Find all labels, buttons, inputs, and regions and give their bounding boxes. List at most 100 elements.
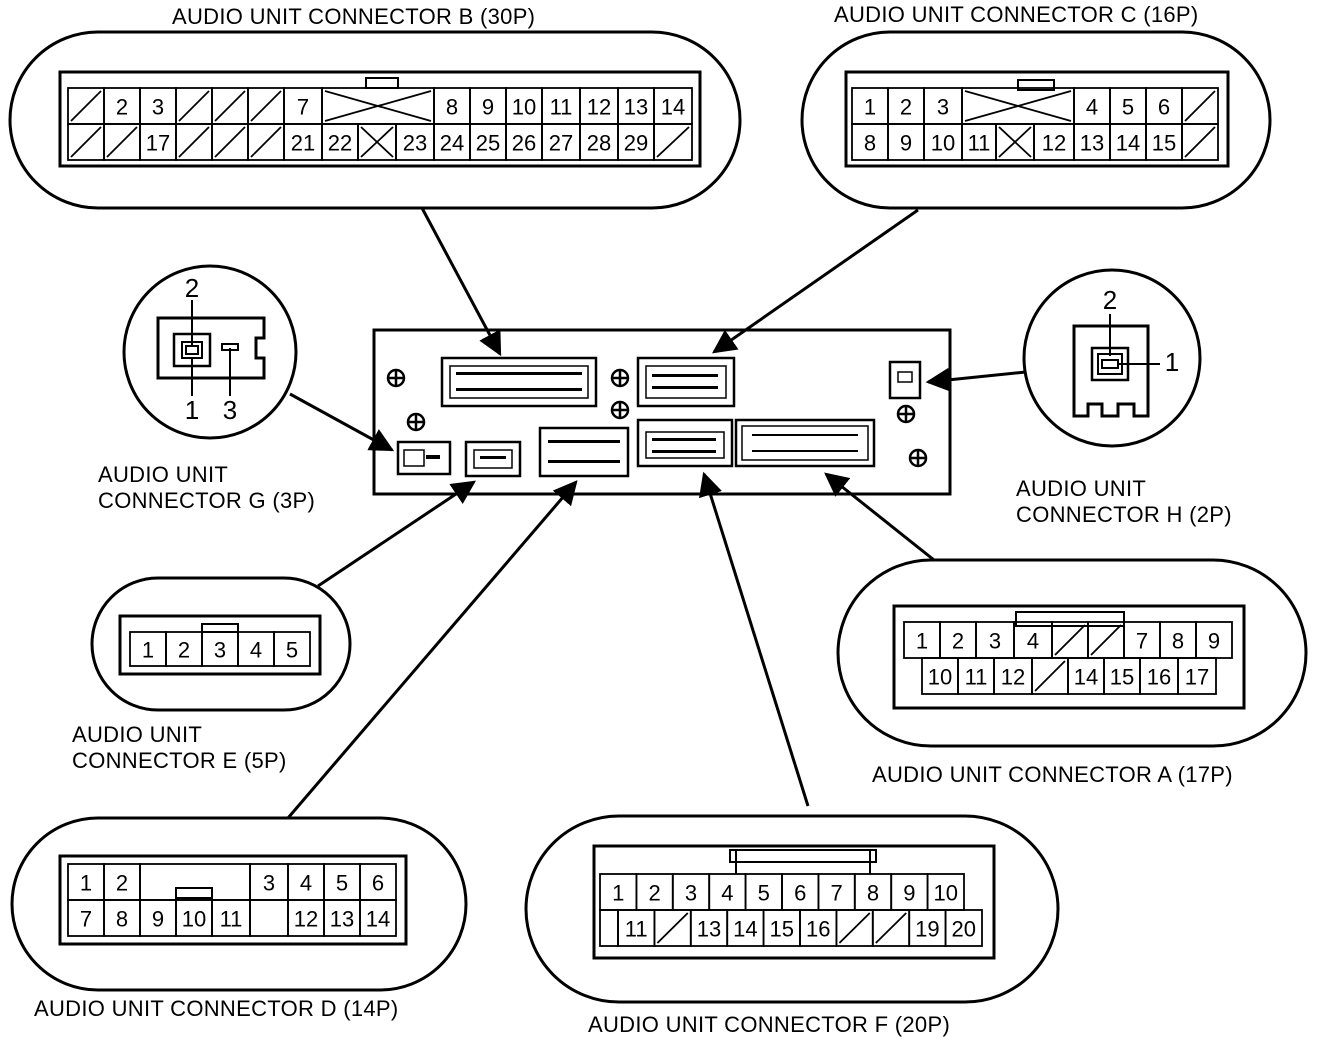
connector-g-pin-3: 3 [223, 395, 237, 425]
unit-socket-h [888, 360, 922, 400]
connector-d-pin-6: 6 [372, 871, 384, 896]
connector-a-pin-12: 12 [1001, 665, 1025, 690]
connector-b-pin-2: 2 [116, 95, 128, 120]
balloon-connector-f [524, 814, 1060, 1004]
connector-b-pin-24: 24 [440, 131, 464, 156]
connector-b-pin-7: 7 [297, 95, 309, 120]
connector-f-pin-7: 7 [830, 881, 842, 906]
label-connector-g-line2: CONNECTOR G (3P) [98, 488, 316, 513]
connector-f-pin-19: 19 [915, 917, 939, 942]
unit-socket-g [396, 440, 452, 476]
balloon-connector-d [10, 816, 468, 992]
connector-f-pin-14: 14 [733, 917, 757, 942]
connector-c-pin-11: 11 [968, 131, 991, 156]
connector-c-pin-12: 12 [1042, 131, 1066, 156]
connector-b-pin-13: 13 [624, 95, 648, 120]
connector-h-pin-2: 2 [1103, 285, 1117, 315]
connector-c-pin-2: 2 [900, 95, 912, 120]
connector-g-pin-1: 1 [185, 395, 199, 425]
connector-b-pin-22: 22 [328, 131, 352, 156]
label-connector-h-line1: AUDIO UNIT [1016, 476, 1147, 501]
connector-b-pin-8: 8 [446, 95, 458, 120]
connector-a-pin-14: 14 [1074, 665, 1098, 690]
connector-f-pin-5: 5 [758, 881, 770, 906]
connector-f-pin-3: 3 [685, 881, 697, 906]
connector-e-pin-1: 1 [142, 638, 154, 663]
connector-e-pin-3: 3 [214, 638, 226, 663]
connector-d-pin-9: 9 [152, 907, 164, 932]
connector-a-pin-10: 10 [928, 665, 952, 690]
balloon-connector-c [800, 30, 1272, 210]
unit-socket-a [734, 418, 876, 468]
connector-f-pin-15: 15 [770, 917, 794, 942]
connector-f-pin-16: 16 [806, 917, 830, 942]
connector-a-pin-7: 7 [1136, 629, 1148, 654]
label-connector-f: AUDIO UNIT CONNECTOR F (20P) [588, 1012, 951, 1037]
label-connector-d: AUDIO UNIT CONNECTOR D (14P) [34, 996, 399, 1021]
connector-f-pin-9: 9 [903, 881, 915, 906]
connector-c-pin-4: 4 [1086, 95, 1098, 120]
label-connector-a: AUDIO UNIT CONNECTOR A (17P) [872, 762, 1233, 787]
connector-a-pin-8: 8 [1172, 629, 1184, 654]
connector-a-pin-11: 11 [965, 665, 988, 690]
connector-b-pin-12: 12 [587, 95, 611, 120]
connector-d-pin-7: 7 [80, 907, 92, 932]
connector-f-pin-11: 11 [625, 917, 648, 942]
unit-socket-f [636, 418, 734, 468]
connector-b-pin-14: 14 [661, 95, 685, 120]
connector-d-pin-12: 12 [294, 907, 318, 932]
leader-arrows [286, 207, 1027, 819]
connector-d-pin-3: 3 [263, 871, 275, 896]
label-connector-h-line2: CONNECTOR H (2P) [1016, 502, 1232, 527]
connector-b-pin-23: 23 [403, 131, 427, 156]
connector-c-pin-15: 15 [1152, 131, 1176, 156]
connector-c-pin-5: 5 [1122, 95, 1134, 120]
connector-d-pin-10: 10 [182, 907, 206, 932]
balloon-connector-a [836, 558, 1308, 748]
balloon-connector-b [8, 30, 742, 210]
connector-d-pin-11: 11 [220, 907, 243, 932]
connector-c-pin-13: 13 [1080, 131, 1104, 156]
connector-a-pin-3: 3 [989, 629, 1001, 654]
connector-b-pin-28: 28 [587, 131, 611, 156]
connector-b-pin-27: 27 [549, 131, 573, 156]
connector-h-pin-1: 1 [1165, 347, 1179, 377]
connector-c-pin-3: 3 [937, 95, 949, 120]
connector-e-pin-4: 4 [250, 638, 262, 663]
connector-b-pin-26: 26 [512, 131, 536, 156]
unit-socket-e [464, 440, 522, 478]
connector-f-pin-1: 1 [612, 881, 624, 906]
connector-c-pin-9: 9 [900, 131, 912, 156]
audio-unit-body [372, 328, 952, 496]
connector-e-pin-5: 5 [286, 638, 298, 663]
label-connector-e-line1: AUDIO UNIT [72, 722, 203, 747]
connector-d-pin-8: 8 [116, 907, 128, 932]
connector-d-pin-1: 1 [80, 871, 92, 896]
connector-b-pin-9: 9 [482, 95, 494, 120]
connector-f-pin-8: 8 [867, 881, 879, 906]
label-connector-b: AUDIO UNIT CONNECTOR B (30P) [172, 4, 536, 29]
label-connector-g-line1: AUDIO UNIT [98, 462, 229, 487]
connector-a-pin-17: 17 [1185, 665, 1209, 690]
audio-unit-details [386, 356, 928, 478]
connector-a-pin-16: 16 [1147, 665, 1171, 690]
connector-b-pin-25: 25 [476, 131, 500, 156]
connector-f-pin-6: 6 [794, 881, 806, 906]
connector-b-pin-21: 21 [291, 131, 315, 156]
connector-c-pin-10: 10 [931, 131, 955, 156]
balloon-connector-h [1022, 268, 1202, 448]
connector-b-pin-3: 3 [152, 95, 164, 120]
screw-icon [386, 368, 928, 468]
label-connector-c: AUDIO UNIT CONNECTOR C (16P) [834, 2, 1199, 27]
balloon-connector-g [122, 264, 298, 440]
connector-c-pin-1: 1 [864, 95, 876, 120]
unit-socket-b [440, 356, 598, 408]
connector-d-pin-5: 5 [336, 871, 348, 896]
connector-a-pin-15: 15 [1110, 665, 1134, 690]
